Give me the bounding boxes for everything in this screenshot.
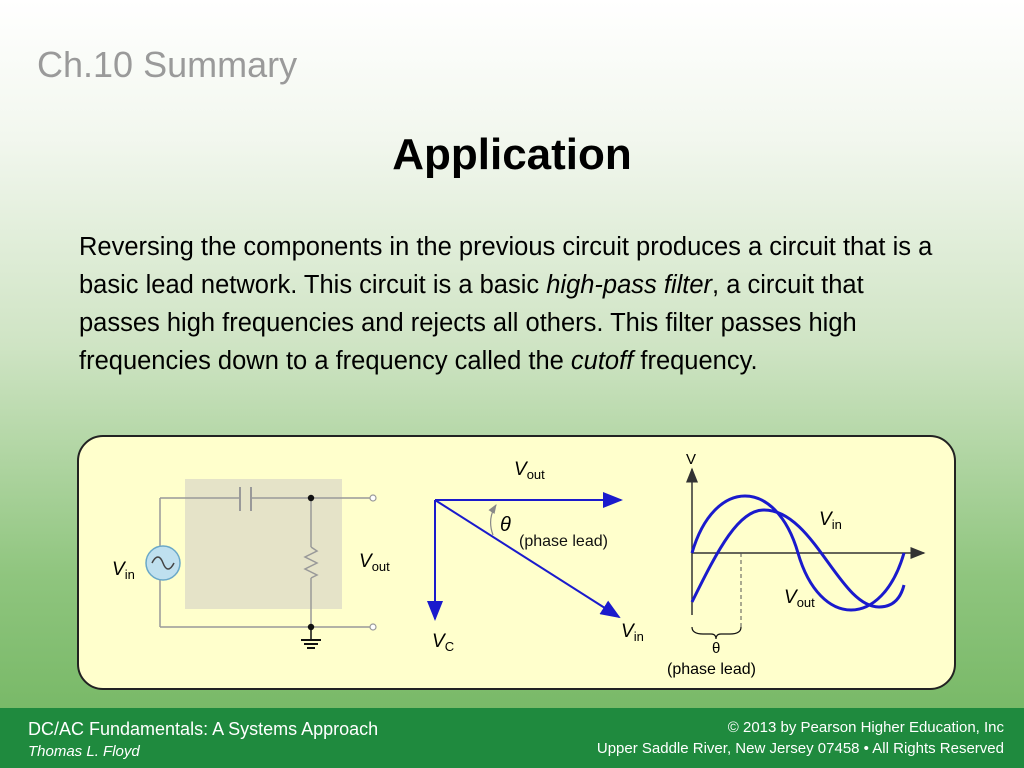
phase-angle-arc xyxy=(488,503,497,536)
slide-title: Application xyxy=(392,130,632,179)
waveform-vin-label: Vin xyxy=(819,509,842,532)
output-terminal-bottom xyxy=(369,623,377,631)
footer-address: Upper Saddle River, New Jersey 07458 • A… xyxy=(596,740,1004,757)
circuit-background xyxy=(185,479,342,609)
figure-svg: Vin Vout Vout θ (phase lead) VC Vin V Vi… xyxy=(112,451,926,678)
waveform-diagram: V Vin Vout θ (phase lead) xyxy=(667,451,926,678)
ac-source-icon xyxy=(145,545,181,581)
waveform-phase-lead-label: (phase lead) xyxy=(667,661,756,678)
footer-copyright: © 2013 by Pearson Higher Education, Inc xyxy=(727,719,1004,736)
phasor-vin-arrow xyxy=(434,499,621,619)
chapter-label: Ch.10 Summary xyxy=(37,44,298,85)
circuit-vout-label: Vout xyxy=(359,551,390,574)
body-text-1: Reversing the components in the previous… xyxy=(79,233,933,299)
capacitor-symbol xyxy=(239,487,252,511)
circuit-diagram: Vin Vout xyxy=(112,479,390,649)
phasor-diagram: Vout θ (phase lead) VC Vin xyxy=(427,459,644,654)
phasor-theta-label: θ xyxy=(500,514,511,536)
phase-lead-brace xyxy=(691,626,742,640)
junction-node-top xyxy=(307,494,315,502)
phasor-vin-label: Vin xyxy=(621,621,644,644)
phasor-phase-lead-label: (phase lead) xyxy=(519,533,608,550)
waveform-theta-label: θ xyxy=(712,640,720,657)
waveform-axis-v-label: V xyxy=(686,451,696,468)
body-text-2: , a circuit that passes high frequencies… xyxy=(79,271,864,375)
output-terminal-top xyxy=(369,494,377,502)
ground-icon xyxy=(301,627,321,649)
body-text-3: frequency. xyxy=(633,347,758,375)
waveform-vout-curve xyxy=(690,508,906,609)
waveform-vin-curve xyxy=(690,494,906,612)
footer-author: Thomas L. Floyd xyxy=(28,743,140,760)
phasor-vc-label: VC xyxy=(432,631,454,654)
term-cutoff: cutoff xyxy=(570,347,634,375)
phasor-vout-label: Vout xyxy=(514,459,545,482)
term-high-pass-filter: high-pass filter xyxy=(546,271,713,299)
body-paragraph: Reversing the components in the previous… xyxy=(79,228,949,380)
waveform-vout-label: Vout xyxy=(784,587,815,610)
footer-book-title: DC/AC Fundamentals: A Systems Approach xyxy=(28,719,379,739)
footer-bar: DC/AC Fundamentals: A Systems Approach T… xyxy=(0,708,1024,768)
resistor-symbol xyxy=(303,546,319,579)
circuit-vin-label: Vin xyxy=(112,559,135,582)
figure-panel: Vin Vout Vout θ (phase lead) VC Vin V Vi… xyxy=(77,435,956,690)
